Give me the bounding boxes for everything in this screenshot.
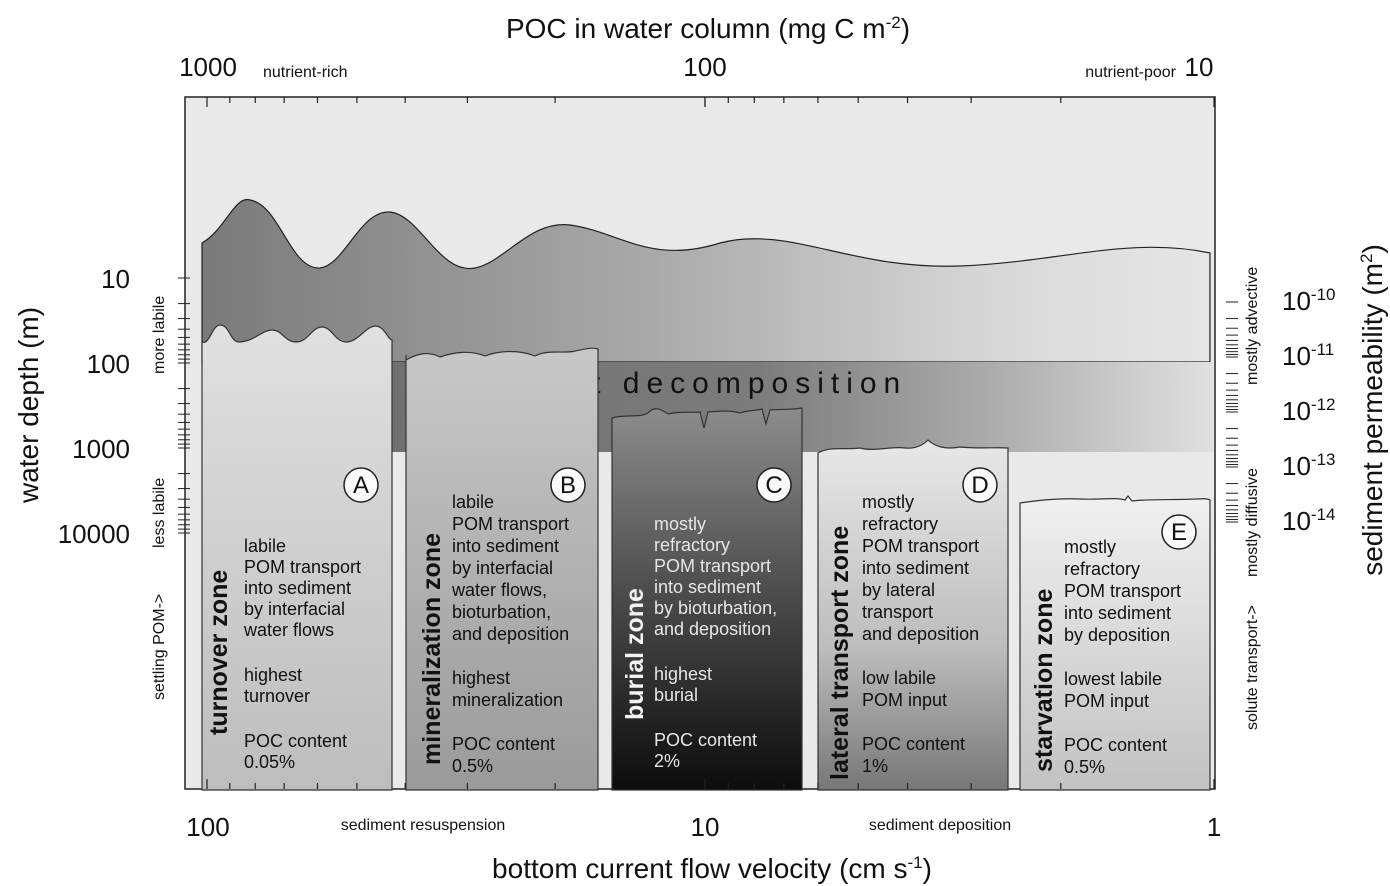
zone-e: E starvation zone mostly refractory POM … bbox=[1019, 495, 1211, 791]
zone-b: B mineralization zone labile POM transpo… bbox=[405, 347, 599, 791]
top-note-nutrient-rich: nutrient-rich bbox=[263, 64, 347, 81]
top-note-nutrient-poor: nutrient-poor bbox=[1085, 64, 1176, 81]
right-note-solute: solute transport-> bbox=[1244, 605, 1261, 730]
zone-e-circle bbox=[1161, 514, 1197, 550]
zone-e-letter: E bbox=[1171, 519, 1187, 546]
zone-d: D lateral transport zone mostly refracto… bbox=[817, 439, 1009, 791]
top-axis-ticks bbox=[206, 97, 1215, 107]
zone-a-circle bbox=[343, 467, 379, 503]
zone-c-circle bbox=[756, 467, 792, 503]
right-tick-label-1e-10: 10-10 bbox=[1282, 285, 1336, 316]
right-tick-label-1e-14: 10-14 bbox=[1282, 505, 1336, 536]
top-tick-label-10: 10 bbox=[1185, 52, 1214, 82]
zone-a-title: turnover zone bbox=[205, 570, 233, 735]
right-note-advective: mostly advective bbox=[1244, 267, 1261, 385]
zone-b-text: labile POM transport into sediment by in… bbox=[451, 492, 574, 776]
bottom-tick-label-1: 1 bbox=[1207, 812, 1221, 842]
zone-c-shape bbox=[611, 407, 803, 791]
zone-c-letter: C bbox=[765, 472, 782, 499]
zone-c: C burial zone mostly refractory POM tran… bbox=[611, 407, 803, 791]
zone-b-shape bbox=[405, 347, 599, 791]
left-tick-label-10: 10 bbox=[101, 264, 130, 294]
bottom-note-deposition: sediment deposition bbox=[869, 817, 1011, 834]
zone-d-shape bbox=[817, 439, 1009, 791]
right-tick-label-1e-13: 10-13 bbox=[1282, 450, 1336, 481]
bottom-note-resuspension: sediment resuspension bbox=[341, 817, 506, 834]
zone-e-title: starvation zone bbox=[1030, 589, 1058, 772]
zone-d-letter: D bbox=[971, 472, 988, 499]
zone-d-circle bbox=[962, 467, 998, 503]
bottom-tick-label-100: 100 bbox=[186, 812, 229, 842]
left-tick-label-10000: 10000 bbox=[58, 519, 130, 549]
left-axis-ticks bbox=[178, 277, 190, 534]
top-tick-label-100: 100 bbox=[683, 52, 726, 82]
zone-a: A turnover zone labile POM transport int… bbox=[201, 324, 393, 791]
zone-a-text: labile POM transport into sediment by in… bbox=[243, 536, 366, 772]
zone-a-letter: A bbox=[353, 472, 369, 499]
left-note-more-labile: more labile bbox=[151, 296, 168, 374]
right-tick-label-1e-11: 10-11 bbox=[1282, 340, 1334, 371]
zone-b-circle bbox=[550, 467, 586, 503]
left-note-settling: settling POM-> bbox=[151, 594, 168, 700]
zone-b-letter: B bbox=[560, 472, 576, 499]
top-tick-label-1000: 1000 bbox=[179, 52, 237, 82]
zone-d-title: lateral transport zone bbox=[826, 526, 854, 780]
top-axis-title: POC in water column (mg C m-2) bbox=[506, 13, 910, 44]
right-axis-ticks bbox=[1226, 301, 1238, 523]
left-tick-label-1000: 1000 bbox=[72, 434, 130, 464]
zone-a-shape bbox=[201, 324, 393, 791]
right-axis-title: sediment permeability (m2) bbox=[1357, 244, 1388, 576]
water-column-wave bbox=[201, 199, 1211, 363]
left-tick-label-100: 100 bbox=[87, 349, 130, 379]
bottom-axis-title: bottom current flow velocity (cm s-1) bbox=[492, 853, 932, 884]
zone-d-text: mostly refractory POM transport into sed… bbox=[862, 492, 984, 776]
zone-e-text: mostly refractory POM transport into sed… bbox=[1064, 537, 1186, 777]
left-axis-title: water depth (m) bbox=[13, 307, 44, 504]
zone-e-shape bbox=[1019, 495, 1211, 791]
zone-c-title: burial zone bbox=[621, 588, 649, 720]
zone-b-title: mineralization zone bbox=[418, 533, 446, 765]
left-note-less-labile: less labile bbox=[151, 478, 168, 548]
right-tick-label-1e-12: 10-12 bbox=[1282, 395, 1336, 426]
bottom-axis-ticks bbox=[206, 779, 1215, 789]
zone-c-text: mostly refractory POM transport into sed… bbox=[654, 514, 782, 771]
right-note-diffusive: mostly diffusive bbox=[1244, 468, 1261, 577]
bottom-tick-label-10: 10 bbox=[691, 812, 720, 842]
